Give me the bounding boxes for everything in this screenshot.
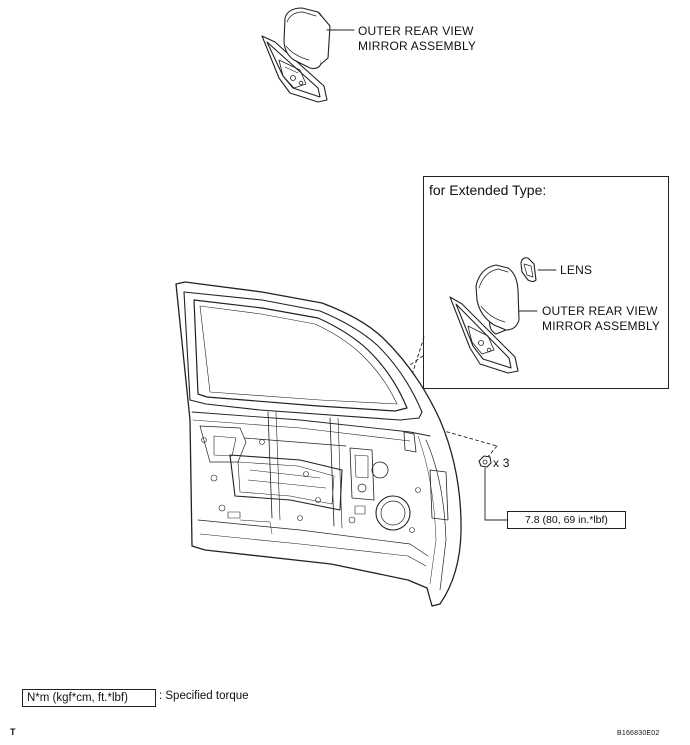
mirror-assembly-label: OUTER REAR VIEW MIRROR ASSEMBLY — [358, 24, 477, 53]
quantity-label: x 3 — [493, 456, 510, 470]
extended-type-title: for Extended Type: — [429, 182, 547, 198]
extended-type-box — [423, 176, 669, 389]
door-panel — [175, 281, 462, 607]
torque-legend-description: : Specified torque — [159, 690, 249, 702]
nut — [478, 455, 508, 521]
extended-mirror-assembly-label: OUTER REAR VIEW MIRROR ASSEMBLY — [542, 304, 661, 333]
extended-mirror-assembly — [449, 257, 557, 374]
torque-value-box: 7.8 (80, 69 in.*lbf) — [507, 511, 626, 529]
corner-mark: T — [10, 727, 16, 737]
lens-label: LENS — [560, 263, 593, 277]
torque-legend-box: N*m (kgf*cm, ft.*lbf) — [22, 689, 156, 707]
figure-id: B166830E02 — [617, 730, 660, 737]
top-mirror-assembly — [261, 7, 355, 103]
